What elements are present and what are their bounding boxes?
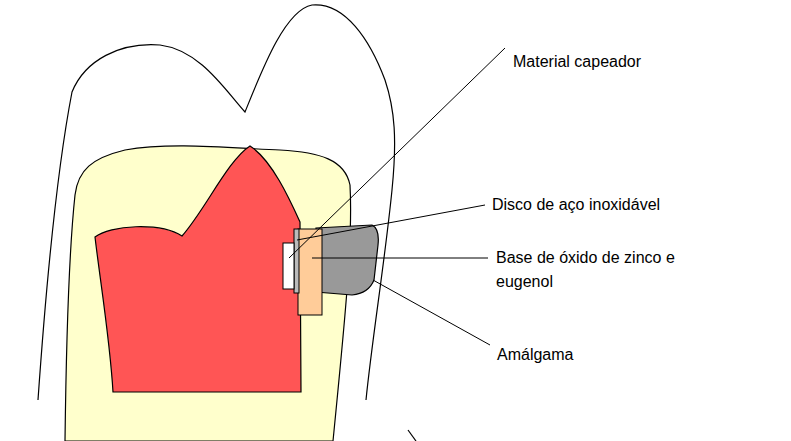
leader-line — [373, 280, 490, 345]
leader-line — [312, 258, 488, 259]
dentin — [65, 146, 351, 441]
leader-line — [297, 205, 485, 240]
part-label: Disco de aço inoxidável — [492, 193, 772, 217]
pulp — [95, 146, 301, 392]
steel-disc — [294, 229, 299, 293]
part-label: Material capeador — [513, 50, 773, 74]
part-label: Base de óxido de zinco e eugenol — [496, 246, 691, 294]
zoe-base — [298, 229, 322, 315]
root-tick — [408, 430, 416, 441]
capping-material — [283, 243, 294, 289]
amalgam — [316, 225, 378, 295]
part-label: Amálgama — [497, 343, 757, 367]
leader-line — [289, 48, 505, 258]
